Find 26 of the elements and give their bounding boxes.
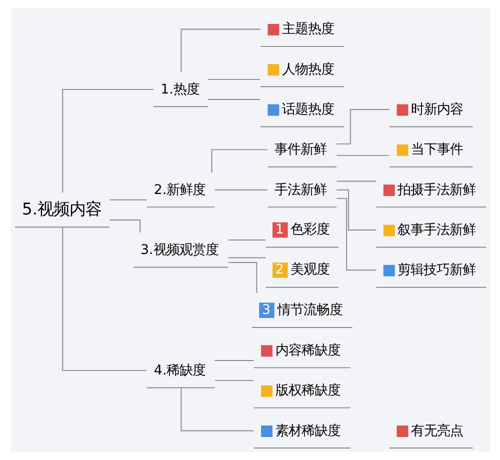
connector <box>336 189 376 230</box>
node-text: 手法新鲜 <box>274 182 326 198</box>
connector <box>180 28 260 73</box>
connector <box>62 226 147 372</box>
connector <box>227 240 266 241</box>
connector <box>214 360 254 361</box>
connector <box>214 380 254 382</box>
node-text: 2.新鲜度 <box>153 182 206 198</box>
node-text: 事件新鲜 <box>274 142 326 158</box>
connector <box>214 189 268 190</box>
connector <box>336 109 390 144</box>
connector <box>336 180 376 182</box>
node-text: 3.视频观赏度 <box>140 243 218 258</box>
connector <box>336 154 390 156</box>
node-text: 1.热度 <box>160 82 199 98</box>
connector <box>108 199 147 200</box>
connector <box>227 262 257 294</box>
connector <box>206 99 260 100</box>
connector <box>210 149 268 174</box>
connector <box>62 88 154 194</box>
connector <box>227 257 266 258</box>
connector <box>180 387 254 432</box>
connector <box>336 198 376 271</box>
connector <box>206 78 260 80</box>
node-text: 4.稀缺度 <box>153 364 206 379</box>
node-text: 5.视频内容 <box>21 199 102 218</box>
